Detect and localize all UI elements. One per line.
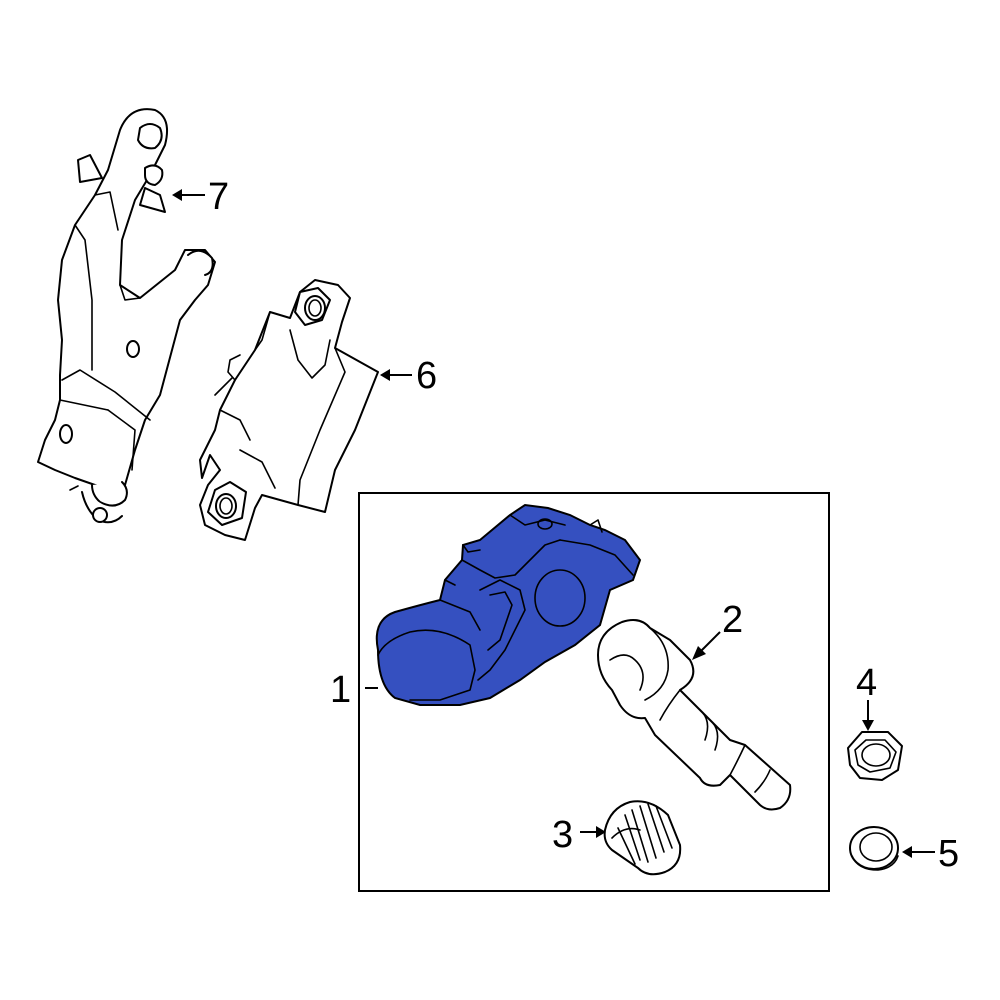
callout-3: 3 [552, 814, 573, 856]
callout-1: 1 [330, 669, 351, 711]
mounting-bracket-part[interactable] [37, 108, 216, 524]
receiver-module-part[interactable] [199, 279, 379, 541]
nut-part[interactable] [847, 731, 903, 781]
tpms-sensor-part[interactable] [375, 503, 642, 706]
callout-2: 2 [722, 599, 743, 641]
callout-6: 6 [416, 355, 437, 397]
seal-washer-part[interactable] [849, 826, 899, 871]
valve-cap-part[interactable] [603, 800, 682, 876]
assembly-box [358, 492, 830, 892]
callout-leaders [172, 189, 935, 858]
callout-4: 4 [856, 662, 877, 704]
callout-labels: 1 2 3 4 5 6 7 [208, 176, 959, 875]
callout-5: 5 [938, 833, 959, 875]
valve-stem-part[interactable] [597, 619, 792, 811]
callout-7: 7 [208, 176, 229, 218]
